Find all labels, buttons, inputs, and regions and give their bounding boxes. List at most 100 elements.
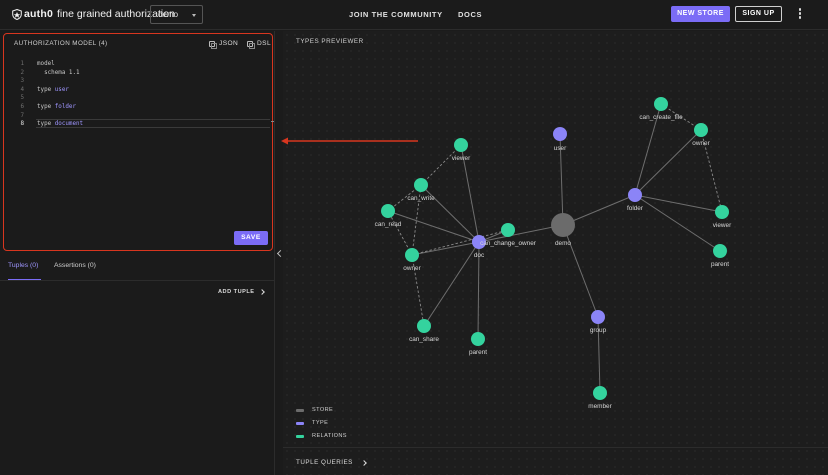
graph-node-circle	[417, 319, 431, 333]
top-header: auth0 fine grained authorization demo JO…	[0, 0, 828, 30]
tab-assertions[interactable]: Assertions (0)	[54, 262, 96, 269]
graph-edge	[634, 129, 702, 196]
relation-dependency-edge	[420, 144, 462, 186]
graph-node-d-can-read[interactable]: can_read	[375, 204, 402, 228]
relation-dependency-edge	[660, 103, 702, 131]
legend-store: STORE	[296, 407, 333, 413]
graph-node-d-can-change-owner[interactable]: can_change_owner	[480, 223, 537, 247]
json-format-button[interactable]: JSON	[209, 40, 238, 49]
graph-node-circle	[381, 204, 395, 218]
model-title: AUTHORIZATION MODEL (4)	[14, 40, 108, 47]
tab-tuples[interactable]: Tuples (0)	[8, 262, 39, 269]
graph-node-f-owner[interactable]: owner	[692, 123, 711, 147]
annotation-arrow-head	[281, 137, 288, 145]
graph-node-label: user	[554, 145, 567, 152]
graph-node-label: group	[590, 327, 607, 334]
store-selector-value: demo	[158, 10, 179, 19]
graph-edge	[477, 241, 480, 340]
relation-dependency-edge	[700, 129, 723, 213]
dsl-format-button[interactable]: DSL	[247, 40, 272, 49]
graph-node-circle	[472, 235, 486, 249]
logo[interactable]: auth0 fine grained authorization	[12, 8, 175, 20]
graph-node-d-can-share[interactable]: can_share	[409, 319, 439, 343]
add-tuple-button[interactable]: ADD TUPLE	[218, 289, 265, 295]
graph-node-label: can_change_owner	[480, 240, 537, 247]
graph-node-circle	[551, 213, 575, 237]
more-menu-icon[interactable]	[796, 8, 804, 21]
graph-node-d-viewer[interactable]: viewer	[452, 138, 471, 162]
graph-edge	[411, 241, 480, 256]
graph-edge	[420, 184, 480, 243]
types-graph[interactable]: demo user folder doc group can_create_fileown…	[283, 31, 828, 441]
graph-node-d-owner[interactable]: owner	[403, 248, 422, 272]
graph-node-user[interactable]: user	[553, 127, 567, 152]
product-name: fine grained authorization	[57, 8, 175, 20]
graph-node-group[interactable]: group	[590, 310, 607, 334]
tuple-queries-toggle[interactable]: TUPLE QUERIES	[296, 459, 367, 466]
graph-node-f-can-create-file[interactable]: can_create_file	[639, 97, 683, 121]
graph-edge	[423, 241, 480, 327]
graph-node-circle	[628, 188, 642, 202]
graph-node-f-viewer[interactable]: viewer	[713, 205, 732, 229]
active-line-highlight	[36, 119, 270, 128]
graph-node-circle	[593, 386, 607, 400]
graph-node-label: can_create_file	[639, 114, 683, 121]
relation-dependency-edge	[411, 254, 425, 327]
graph-node-circle	[553, 127, 567, 141]
store-selector[interactable]: demo	[150, 5, 203, 24]
code-line: 7	[20, 112, 24, 119]
graph-node-folder[interactable]: folder	[627, 188, 644, 212]
graph-node-label: folder	[627, 205, 644, 212]
graph-node-circle	[454, 138, 468, 152]
graph-node-circle	[715, 205, 729, 219]
code-line: 2 schema 1.1	[20, 69, 80, 76]
legend-relations-label: RELATIONS	[312, 433, 347, 439]
graph-edge	[597, 316, 601, 394]
graph-node-g-member[interactable]: member	[588, 386, 613, 410]
editor-scroll-marker	[271, 121, 274, 122]
graph-edge	[460, 144, 480, 243]
graph-edge	[634, 194, 723, 213]
add-tuple-label: ADD TUPLE	[218, 289, 255, 295]
copy-icon	[209, 40, 217, 49]
graph-node-label: owner	[692, 140, 710, 147]
graph-node-f-parent[interactable]: parent	[711, 244, 729, 268]
graph-edge	[562, 194, 636, 226]
graph-node-doc[interactable]: doc	[472, 235, 486, 259]
graph-node-d-parent[interactable]: parent	[469, 332, 487, 356]
code-line: 5	[20, 95, 24, 102]
graph-edge	[634, 194, 721, 252]
tuple-queries-divider	[283, 447, 828, 448]
graph-node-label: member	[588, 403, 612, 410]
graph-edge	[478, 224, 564, 243]
graph-node-circle	[654, 97, 668, 111]
chevron-down-icon	[192, 14, 196, 17]
active-tab-indicator	[8, 279, 41, 280]
graph-node-circle	[694, 123, 708, 137]
graph-node-demo[interactable]: demo	[551, 213, 575, 247]
graph-node-label: can_share	[409, 336, 439, 343]
legend-type-swatch	[296, 421, 304, 425]
legend-store-swatch	[296, 408, 304, 412]
relation-dependency-edge	[411, 184, 422, 256]
dsl-label: DSL	[257, 40, 272, 47]
sign-up-button[interactable]: SIGN UP	[735, 6, 782, 22]
graph-edge	[562, 224, 599, 318]
save-button[interactable]: SAVE	[234, 231, 268, 245]
graph-node-label: doc	[474, 252, 485, 259]
new-store-button[interactable]: NEW STORE	[671, 6, 730, 22]
graph-node-label: can_read	[375, 221, 402, 228]
graph-node-circle	[501, 223, 515, 237]
graph-node-d-can-write[interactable]: can_write	[407, 178, 435, 202]
join-community-link[interactable]: JOIN THE COMMUNITY	[349, 10, 443, 19]
legend-relations: RELATIONS	[296, 433, 347, 439]
graph-node-label: parent	[711, 261, 729, 268]
docs-link[interactable]: DOCS	[458, 10, 483, 19]
